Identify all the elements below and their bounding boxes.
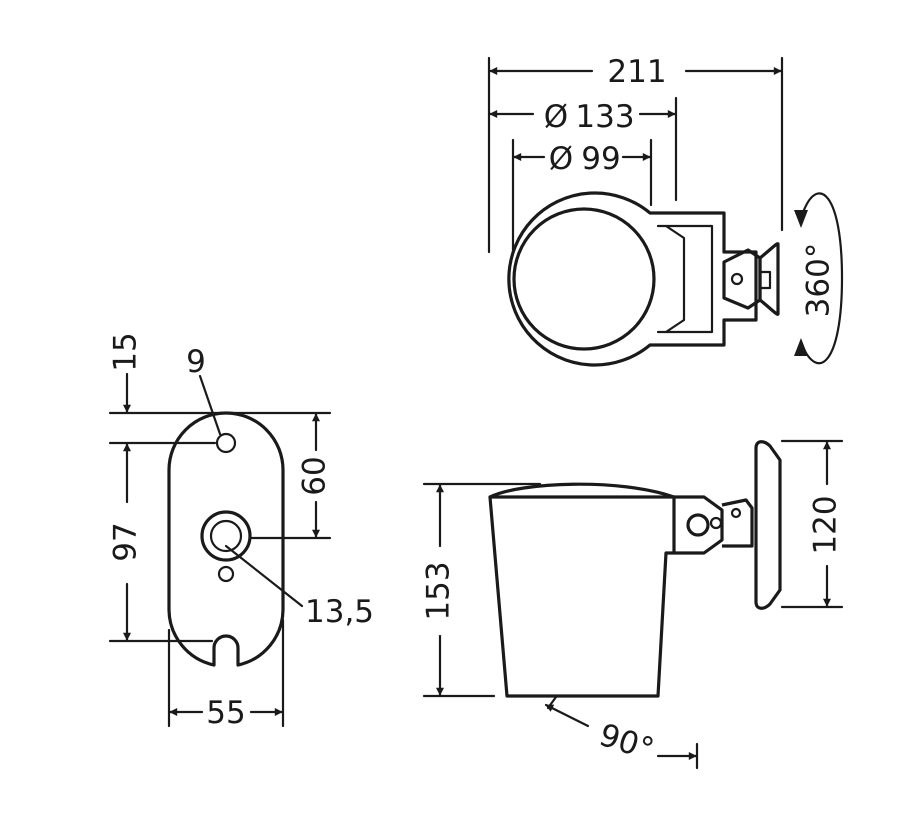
angle-arrow-left — [544, 703, 590, 728]
center-boss-outer — [200, 510, 252, 562]
dim-153-label: 153 — [421, 561, 457, 620]
swivel-hole — [730, 272, 744, 286]
side-hinge — [721, 498, 754, 548]
center-hole-leader — [224, 544, 304, 608]
bracket-inner-detail — [656, 224, 714, 334]
dim-99-diameter-symbol: Ø — [549, 141, 573, 177]
side-hinge-hole — [730, 507, 742, 519]
dim-97-label: 97 — [108, 522, 144, 561]
side-view: 153 120 90° — [421, 439, 844, 770]
dim-211-label: 211 — [607, 54, 666, 90]
hole-9-leader — [198, 374, 222, 436]
dim-133-label: 133 — [575, 99, 634, 135]
mount-plate-top — [758, 242, 780, 316]
rotation-arrow-bottom — [794, 338, 808, 356]
side-bracket-arm — [674, 495, 724, 555]
hole-9-label: 9 — [186, 344, 206, 380]
mounting-hole-top — [215, 432, 237, 454]
angle-label: 90° — [595, 717, 658, 768]
cup-rim — [489, 482, 675, 499]
top-view: 211 Ø 133 Ø 99 360° — [487, 54, 844, 367]
base-plate-view: 15 9 97 60 13,5 55 — [108, 332, 375, 731]
mount-plate-slot — [758, 270, 772, 290]
dim-99-label: 99 — [581, 141, 620, 177]
dim-120-label: 120 — [808, 495, 844, 554]
cup-body — [488, 495, 676, 698]
center-hole — [209, 519, 243, 553]
dim-60-label: 60 — [297, 456, 333, 495]
rotation-label: 360° — [801, 243, 837, 318]
cup-opening — [512, 207, 656, 351]
top-view-outline — [507, 191, 758, 367]
side-pivot-small — [709, 516, 723, 530]
dim-15-label: 15 — [108, 332, 144, 371]
dim-133-diameter-symbol: Ø — [544, 99, 568, 135]
side-pivot-large — [686, 513, 710, 537]
center-hole-label: 13,5 — [305, 594, 374, 630]
mounting-hole-lower — [217, 565, 235, 583]
rotation-arc — [800, 192, 844, 365]
rotation-arrow-top — [794, 210, 808, 228]
side-mount-plate — [754, 440, 782, 610]
dim-55-label: 55 — [206, 695, 245, 731]
